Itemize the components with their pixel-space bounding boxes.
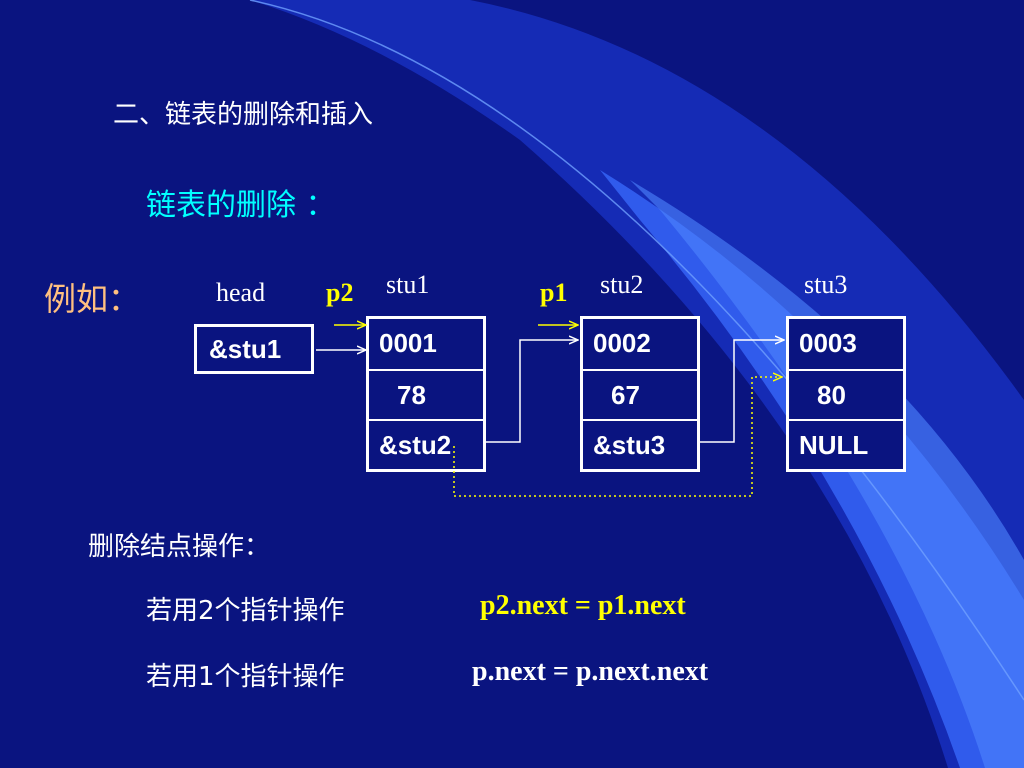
node-stu1-label: stu1	[386, 270, 430, 299]
node-next-field: NULL	[789, 419, 903, 469]
list-node-stu3: 0003 80 NULL	[786, 316, 906, 472]
operation-title: 删除结点操作：	[88, 532, 271, 562]
section-subtitle: 链表的删除 ：	[146, 188, 336, 223]
one-pointer-label: 若用1个指针操作	[146, 662, 345, 692]
head-pointer-box: &stu1	[194, 324, 314, 374]
node-num-field: 0002	[593, 328, 651, 358]
two-pointer-code: p2.next = p1.next	[480, 590, 686, 621]
pointer-p2-label: p2	[326, 278, 354, 307]
two-pointer-label: 若用2个指针操作	[146, 596, 345, 626]
node-next-field: &stu2	[369, 419, 483, 469]
node-score-field: 80	[789, 369, 903, 419]
node-next-field: &stu3	[583, 419, 697, 469]
one-pointer-code: p.next = p.next.next	[472, 656, 709, 687]
node-stu2-label: stu2	[600, 270, 644, 299]
node-score-field: 67	[583, 369, 697, 419]
list-node-stu1: 0001 78 &stu2	[366, 316, 486, 472]
slide-title: 二、链表的删除和插入	[113, 100, 374, 130]
node-num-field: 0003	[799, 328, 857, 358]
head-label: head	[216, 278, 266, 307]
list-node-stu2: 0002 67 &stu3	[580, 316, 700, 472]
node-stu3-label: stu3	[804, 270, 848, 299]
pointer-p1-label: p1	[540, 278, 568, 307]
example-label: 例如：	[44, 280, 141, 318]
node-score-field: 78	[369, 369, 483, 419]
node-num-field: 0001	[379, 328, 437, 358]
